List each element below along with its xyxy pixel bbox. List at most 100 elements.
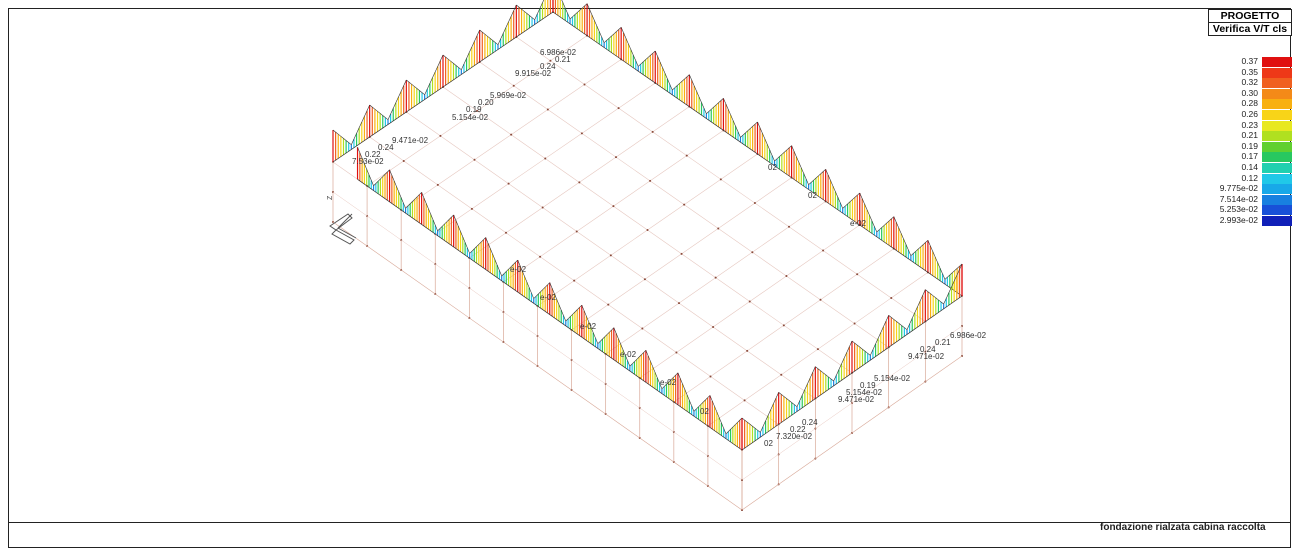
diagram-outline — [765, 415, 769, 422]
diagram-outline — [565, 318, 569, 322]
diagram-outline — [359, 152, 363, 159]
diagram-outline — [419, 90, 423, 93]
value-label: 02 — [700, 407, 709, 416]
diagram-outline — [679, 378, 683, 384]
diagram-outline — [540, 289, 544, 292]
diagram-outline — [591, 14, 595, 21]
diagram-outline — [661, 386, 665, 390]
grid-node — [685, 154, 688, 157]
diagram-outline — [820, 171, 824, 174]
diagram-outline — [450, 61, 454, 64]
diagram-outline — [517, 259, 521, 266]
diagram-outline — [645, 350, 649, 356]
legend-value-label: 0.23 — [1241, 119, 1258, 130]
diagram-outline — [773, 397, 777, 404]
diagram-outline — [421, 92, 425, 95]
diagram-outline — [698, 96, 702, 103]
diagram-outline — [791, 402, 795, 405]
diagram-outline — [669, 84, 673, 91]
diagram-outline — [709, 395, 713, 402]
diagram-outline — [849, 199, 853, 203]
diagram-outline — [442, 223, 445, 227]
grid-node — [890, 296, 893, 299]
diagram-outline — [809, 372, 813, 379]
value-label: e-02 — [850, 219, 867, 228]
ground-line — [741, 325, 963, 481]
axis-triad[interactable]: Z — [327, 195, 357, 245]
diagram-outline — [871, 220, 875, 227]
diagram-outline — [702, 399, 706, 403]
diagram-outline — [668, 379, 672, 383]
beam-axis — [552, 11, 963, 297]
diagram-outline — [485, 237, 489, 244]
diagram-outline — [369, 104, 373, 108]
diagram-outline — [883, 320, 887, 327]
grid-node — [643, 278, 646, 281]
diagram-outline — [480, 239, 484, 243]
diagram-outline — [570, 314, 573, 317]
diagram-outline — [419, 192, 422, 195]
diagram-outline — [760, 426, 764, 433]
value-label: 6.986e-02 — [540, 48, 577, 57]
diagram-outline — [909, 318, 913, 325]
diagram-outline — [469, 250, 473, 254]
diagram-outline — [618, 338, 621, 345]
diagram-outline — [919, 295, 923, 302]
diagram-outline — [519, 265, 523, 272]
diagram-outline — [348, 142, 352, 145]
diagram-outline — [754, 121, 758, 125]
diagram-outline — [597, 341, 601, 344]
diagram-outline — [340, 136, 344, 139]
diagram-outline — [483, 237, 486, 241]
diagram-outline — [757, 430, 761, 433]
diagram-outline — [603, 40, 607, 43]
legend-row: 0.19 — [1212, 141, 1292, 152]
diagram-outline — [946, 292, 950, 299]
diagram-outline — [703, 108, 707, 114]
legend-color-swatch — [1262, 162, 1292, 173]
diagram-outline — [781, 152, 785, 155]
diagram-outline — [448, 217, 452, 220]
diagram-outline — [361, 158, 365, 164]
diagram-outline — [374, 108, 378, 112]
grid-node — [609, 254, 612, 257]
diagram-outline — [900, 233, 904, 240]
diagram-outline — [696, 91, 700, 98]
diagram-outline — [547, 282, 550, 286]
diagram-outline — [812, 366, 816, 373]
diagram-outline — [667, 78, 671, 85]
diagram-outline — [943, 298, 947, 305]
diagram-outline — [940, 301, 944, 305]
diagram-outline — [492, 40, 496, 43]
diagram-outline — [749, 126, 753, 129]
diagram-outline — [942, 273, 946, 280]
diagram-outline — [953, 275, 958, 282]
model-viewport[interactable]: 6.986e-020.210.249.915e-025.969e-020.200… — [0, 0, 1298, 531]
diagram-outline — [524, 276, 528, 283]
legend-value-label: 7.514e-02 — [1219, 193, 1258, 204]
diagram-outline — [798, 162, 802, 169]
diagram-outline — [440, 54, 444, 61]
diagram-outline — [494, 259, 498, 266]
diagram-outline — [544, 284, 548, 288]
diagram-outline — [807, 377, 811, 384]
diagram-outline — [564, 7, 568, 14]
value-label: 0.24 — [920, 345, 936, 354]
diagram-outline — [799, 395, 803, 402]
diagram-outline — [602, 336, 605, 340]
diagram-outline — [609, 329, 612, 333]
diagram-outline — [880, 326, 884, 333]
diagram-outline — [659, 62, 663, 68]
diagram-outline — [847, 201, 851, 205]
legend-color-swatch — [1262, 215, 1292, 226]
value-label: 9.471e-02 — [838, 395, 875, 404]
diagram-outline — [905, 244, 909, 251]
diagram-outline — [730, 426, 734, 430]
diagram-outline — [468, 46, 473, 53]
diagram-outline — [572, 14, 576, 18]
diagram-outline — [762, 420, 766, 427]
diagram-outline — [867, 353, 871, 356]
z-axis-label: Z — [327, 195, 334, 200]
diagram-outline — [684, 389, 688, 395]
diagram-outline — [451, 214, 454, 218]
